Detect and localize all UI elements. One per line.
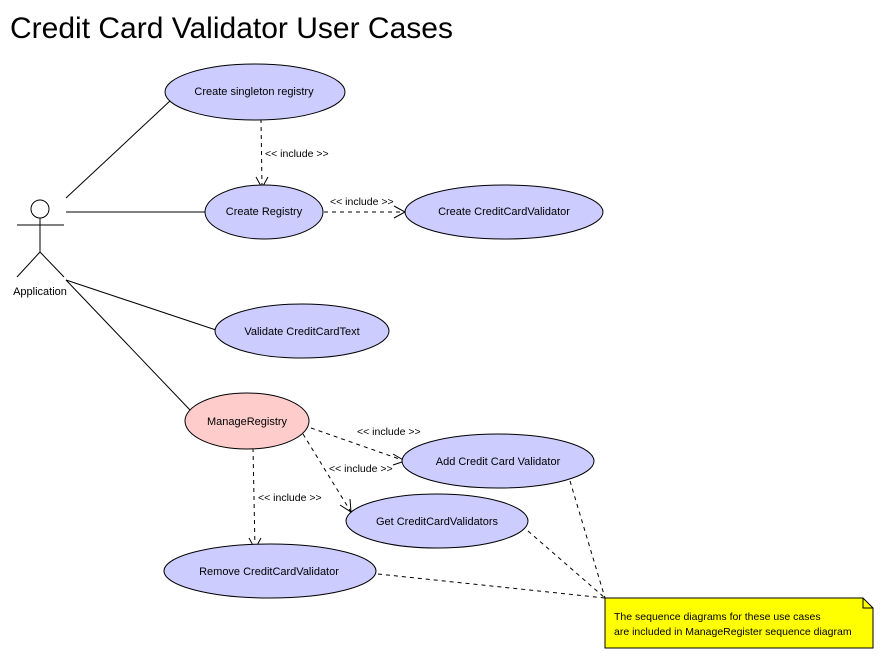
use-case-validate-creditcardtext[interactable]: Validate CreditCardText: [214, 303, 390, 359]
note-shape: [604, 597, 874, 649]
use-case-label: Remove CreditCardValidator: [199, 566, 339, 578]
include-manage-to-add: << include >>: [310, 426, 421, 466]
association-create-singleton: [65, 99, 172, 199]
include-manage-to-remove: << include >>: [248, 447, 322, 551]
diagram-title: Credit Card Validator User Cases: [10, 12, 453, 45]
actor-label: Application: [13, 286, 67, 298]
note-anchor-add: [569, 480, 606, 599]
include-label: << include >>: [329, 463, 393, 475]
note-fold: [862, 598, 873, 609]
include-label: << include >>: [265, 148, 329, 160]
actor-right-leg: [39, 251, 65, 278]
use-case-label: Create singleton registry: [194, 86, 314, 98]
note-anchor-get: [527, 530, 606, 599]
association-validate-text: [65, 279, 217, 331]
use-case-label: Validate CreditCardText: [244, 326, 359, 338]
actor-left-leg: [16, 251, 41, 278]
include-registry-to-validator: << include >>: [324, 196, 407, 219]
note-line-2: are included in ManageRegister sequence …: [614, 626, 852, 638]
use-case-label: ManageRegistry: [207, 416, 288, 428]
use-case-create-registry[interactable]: Create Registry: [204, 184, 324, 240]
actor-application[interactable]: Application: [13, 199, 67, 298]
include-label: << include >>: [330, 196, 394, 208]
use-case-label: Get CreditCardValidators: [376, 516, 499, 528]
note-sequence-diagrams[interactable]: The sequence diagrams for these use case…: [604, 597, 874, 649]
include-label: << include >>: [258, 492, 322, 504]
use-case-add-credit-card-validator[interactable]: Add Credit Card Validator: [401, 433, 595, 489]
use-case-get-creditcardvalidators[interactable]: Get CreditCardValidators: [345, 493, 529, 549]
include-label: << include >>: [357, 426, 421, 438]
include-singleton-to-registry: << include >>: [255, 118, 329, 190]
use-case-manage-registry[interactable]: ManageRegistry: [184, 392, 310, 450]
actor-head: [30, 199, 50, 219]
use-case-label: Create Registry: [226, 206, 303, 218]
use-case-label: Create CreditCardValidator: [438, 206, 570, 218]
association-manage-registry: [65, 279, 191, 411]
note-line-1: The sequence diagrams for these use case…: [614, 611, 821, 623]
use-case-create-singleton-registry[interactable]: Create singleton registry: [164, 63, 346, 121]
note-anchor-remove: [377, 573, 606, 599]
use-case-remove-creditcardvalidator[interactable]: Remove CreditCardValidator: [163, 543, 377, 599]
use-case-create-creditcardvalidator[interactable]: Create CreditCardValidator: [404, 184, 604, 240]
use-case-label: Add Credit Card Validator: [436, 456, 561, 468]
